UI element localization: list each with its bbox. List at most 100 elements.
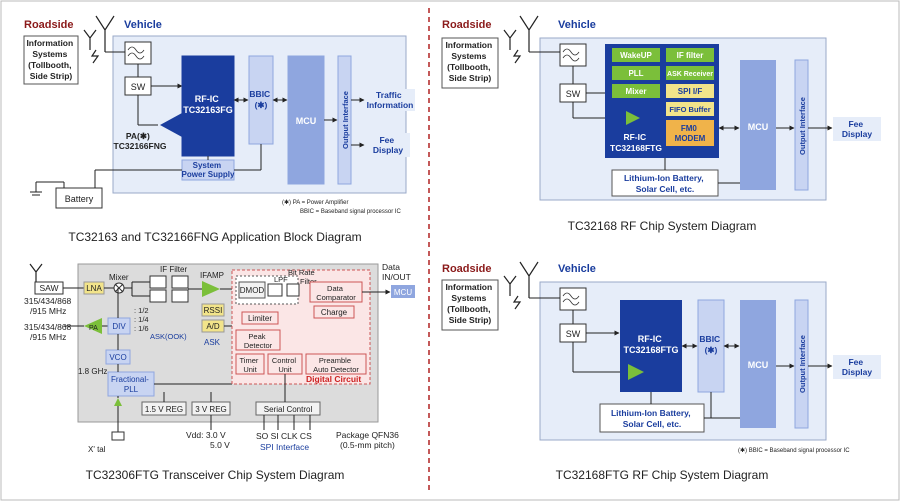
note-pa: (✱) PA = Power Amplifier (282, 199, 348, 206)
preamble-line-1: Preamble (319, 356, 351, 365)
svg-text:Fee Display: Fee Display (842, 357, 873, 377)
mcu-label: MCU (748, 122, 769, 132)
peak-detector-block (235, 329, 281, 351)
info-systems-box (441, 37, 499, 89)
svg-text:Fee Display: Fee Display (373, 135, 404, 155)
info-line-3: (Tollbooth, (28, 60, 71, 70)
bbic-line-1: BBIC (699, 334, 720, 344)
vco-label: VCO (109, 353, 126, 362)
pa-line-2: TC32166FNG (114, 141, 167, 151)
dmod-block (238, 281, 266, 299)
fm0-modem-block (666, 120, 714, 146)
frac-line-2: PLL (124, 385, 139, 394)
svg-text:Data IN/OUT: Data IN/OUT (382, 262, 411, 282)
sw-label: SW (566, 329, 581, 339)
dmod-label: DMOD (240, 286, 265, 295)
freq1-line-1: 315/434/868 (24, 296, 72, 306)
amplifier-triangle-icon (626, 111, 640, 125)
info-line-4: Side Strip) (449, 73, 492, 83)
pa-triangle-icon (84, 318, 102, 334)
mixer-label: Mixer (626, 87, 647, 96)
mcu-block (391, 285, 415, 298)
svg-text:315/434/868 /915 MHz: 315/434/868 /915 MHz (24, 322, 74, 342)
spi-block (666, 84, 714, 98)
svg-text:Preamble Auto Detector: Preamble Auto Detector (313, 356, 359, 374)
fee-line-1: Fee (379, 135, 394, 145)
output-interface-label: Output Interface (798, 97, 807, 155)
lpf-block (267, 283, 283, 297)
rssi-label: RSSI (204, 306, 223, 315)
output-interface-block (794, 299, 809, 429)
diagram-tc32168: Roadside Vehicle Information Systems (To… (441, 15, 881, 233)
caption-d3: TC32306FTG Transceiver Chip System Diagr… (86, 468, 345, 482)
svg-text:Traffic Information: Traffic Information (367, 90, 414, 110)
svg-text:Information Systems: Information Systems (Tollbooth, Side Str… (26, 38, 75, 81)
svg-text:Control Unit: Control Unit (272, 356, 298, 374)
svg-text:Information Systems: Information Systems (Tollbooth, Side Str… (445, 282, 494, 325)
fee-line-1: Fee (848, 119, 863, 129)
ask-receiver-block (666, 66, 714, 80)
info-line-2: Systems (451, 293, 486, 303)
data-comp-line-1: Data (327, 284, 344, 293)
filter-block (559, 287, 587, 311)
spi-interface-label: SPI Interface (260, 442, 309, 452)
vehicle-label: Vehicle (124, 19, 162, 31)
info-line-3: (Tollbooth, (447, 62, 490, 72)
reg3-label: 3 V REG (195, 405, 227, 414)
bbic-line-1: BBIC (249, 89, 270, 99)
rfic-line-1: RF-IC (195, 94, 219, 104)
reg15-label: 1.5 V REG (145, 405, 183, 414)
xtal-label: X' tal (88, 445, 106, 454)
roadside-label: Roadside (24, 19, 74, 31)
bbic-block (248, 55, 274, 145)
xtal-triangle-icon (114, 398, 122, 406)
roadside-label: Roadside (442, 263, 492, 275)
svg-text:BBIC (✱): BBIC (✱) (249, 89, 272, 110)
bbic-line-2: (✱) (255, 100, 268, 110)
data-comp-line-2: Comparator (316, 293, 356, 302)
note-bbic: (✱) BBIC = Baseband signal processor IC (738, 447, 850, 454)
timer-line-1: Timer (240, 356, 259, 365)
if-amp-triangle-icon (202, 281, 220, 297)
rfic-line-2: TC32168FTG (623, 345, 678, 355)
output-interface-label: Output Interface (798, 335, 807, 393)
rfic-line-2: TC32163FG (183, 105, 233, 115)
spi-label: SPI I/F (678, 87, 703, 96)
info-line-4: Side Strip) (30, 71, 73, 81)
svg-text:RF-IC TC32168FTG: RF-IC TC32168FTG (623, 334, 678, 355)
charge-block (313, 305, 355, 319)
control-line-1: Control (272, 356, 297, 365)
amplifier-triangle-icon (628, 364, 644, 380)
traffic-info-box (365, 89, 415, 111)
svg-text:Information Systems: Information Systems (Tollbooth, Side Str… (445, 40, 494, 83)
info-line-1: Information (445, 282, 492, 292)
note-bbic: BBIC = Baseband signal processor IC (300, 209, 402, 215)
roadside-label: Roadside (442, 19, 492, 31)
fifo-label: FIFO Buffer (669, 105, 710, 114)
bit-rate-line-2: Filter (300, 277, 317, 286)
fee-display-box (365, 133, 410, 157)
freq2-line-1: 315/434/868 (24, 322, 72, 332)
rfic-line-1: RF-IC (638, 334, 662, 344)
limiter-label: Limiter (248, 314, 272, 323)
svg-text:System Power Supply: System Power Supply (182, 161, 235, 179)
svg-text:Lithium-Ion Battery, Sol: Lithium-Ion Battery, Solar Cell, etc. (611, 408, 693, 429)
wireless-signal-icon (90, 49, 100, 64)
svg-text:Data Comparator: Data Comparator (316, 284, 356, 302)
if-filter-block-3 (171, 275, 189, 289)
rfic-line-1: RF-IC (623, 132, 646, 142)
roadside-antenna-icon (503, 275, 517, 296)
control-line-2: Unit (278, 365, 292, 374)
mcu-label: MCU (296, 116, 317, 126)
if-filter-block (666, 48, 714, 62)
diagram-tc32306: SAW 315/434/868 /915 MHz LNA Mixer IF Fi… (24, 262, 415, 482)
fee-line-1: Fee (848, 357, 863, 367)
svg-text:PA(✱) TC32166FNG: PA(✱) TC32166FNG (114, 131, 167, 151)
limiter-block (241, 311, 279, 325)
svg-text:Package QFN36 (0.5-mm pi: Package QFN36 (0.5-mm pitch) (336, 430, 401, 450)
vehicle-antenna-icon (519, 261, 539, 298)
peak-line-2: Detector (244, 341, 273, 350)
freq2-line-2: /915 MHz (30, 332, 66, 342)
info-line-2: Systems (451, 51, 486, 61)
svg-text:Peak Detector: Peak Detector (244, 332, 273, 350)
